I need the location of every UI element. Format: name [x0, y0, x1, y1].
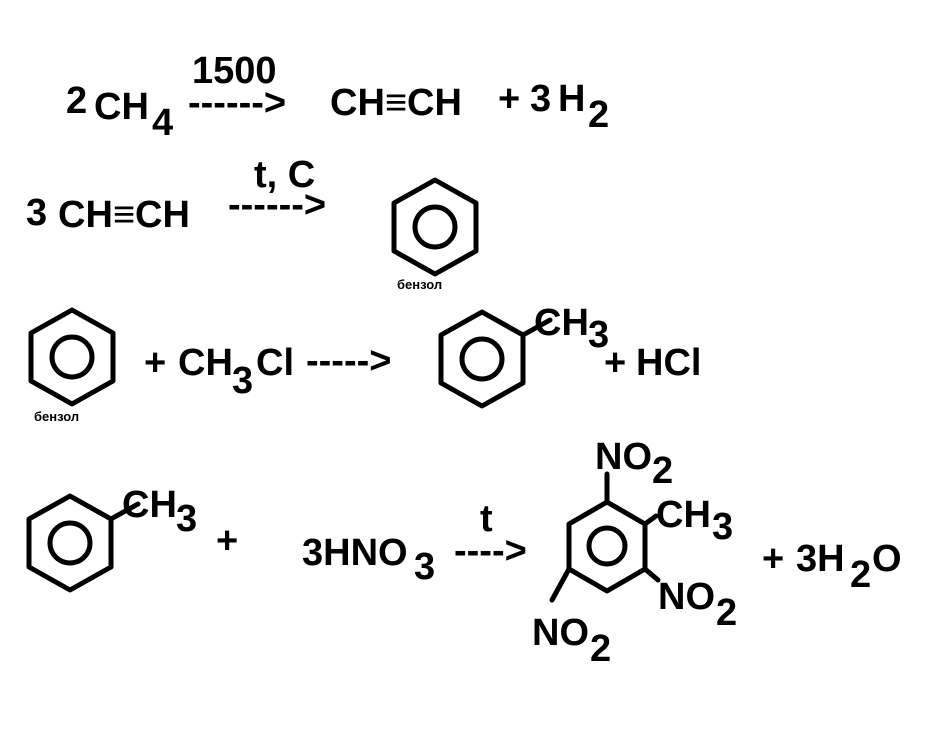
r3-arrow: ----->: [306, 340, 392, 382]
r2-acetylene: CH≡CH: [58, 194, 190, 236]
r3-chloromethane-chlorine: Cl: [256, 342, 294, 384]
r3-plus-2: +: [604, 342, 627, 384]
r4-plus-2: +: [762, 538, 785, 580]
r4-reactant-methyl-subscript: 3: [176, 498, 198, 540]
r1-coefficient: 2: [66, 80, 88, 122]
r1-methane-subscript: 4: [152, 102, 174, 144]
r4-nitro-top-subscript: 2: [652, 450, 674, 492]
r4-toluene-ring-icon: [26, 493, 141, 593]
r2-benzene-ring-icon: [391, 177, 479, 277]
r4-trinitrotoluene-ring-icon: [549, 471, 661, 603]
r3-benzene-ring-icon: [28, 307, 116, 407]
r3-chloromethane-subscript: 3: [232, 360, 254, 402]
r4-water-subscript: 2: [850, 554, 872, 596]
r1-h2-coefficient: 3: [530, 78, 552, 120]
r4-methyl-subscript: 3: [712, 506, 734, 548]
r3-toluene-ring-icon: [438, 309, 553, 409]
r1-acetylene: CH≡CH: [330, 82, 462, 124]
r1-hydrogen: H: [558, 78, 586, 120]
r3-product-methyl: CH: [534, 302, 589, 344]
r3-product-methyl-subscript: 3: [588, 314, 610, 356]
r4-condition: t: [480, 498, 493, 540]
r4-nitro-right-subscript: 2: [716, 592, 738, 634]
r4-nitric-acid-subscript: 3: [414, 546, 436, 588]
r4-water: 3H: [796, 538, 845, 580]
r1-condition: 1500: [192, 50, 277, 92]
r4-methyl: CH: [656, 494, 711, 536]
r4-nitro-top: NO: [595, 436, 652, 478]
r1-arrow: ------>: [188, 82, 287, 124]
r3-chloromethane: CH: [178, 342, 233, 384]
r4-nitro-bottom: NO: [532, 612, 589, 654]
r1-methane: CH: [94, 86, 149, 128]
r4-nitro-right: NO: [658, 576, 715, 618]
r4-arrow: ---->: [454, 530, 527, 572]
r4-water-oxygen: O: [872, 538, 902, 580]
r3-hcl: HCl: [636, 342, 702, 384]
r4-plus: +: [216, 520, 239, 562]
r4-nitric-acid: 3HNO: [302, 532, 408, 574]
r1-hydrogen-subscript: 2: [588, 94, 610, 136]
r1-plus: +: [498, 78, 521, 120]
r2-product-label: бензол: [397, 277, 443, 292]
r3-reactant-label: бензол: [34, 409, 80, 424]
r2-arrow: ------>: [228, 184, 327, 226]
r3-plus: +: [144, 342, 167, 384]
r4-reactant-methyl: CH: [122, 484, 177, 526]
r2-coefficient: 3: [26, 192, 48, 234]
r4-nitro-bottom-subscript: 2: [590, 628, 612, 670]
r2-condition: t, C: [254, 154, 316, 196]
